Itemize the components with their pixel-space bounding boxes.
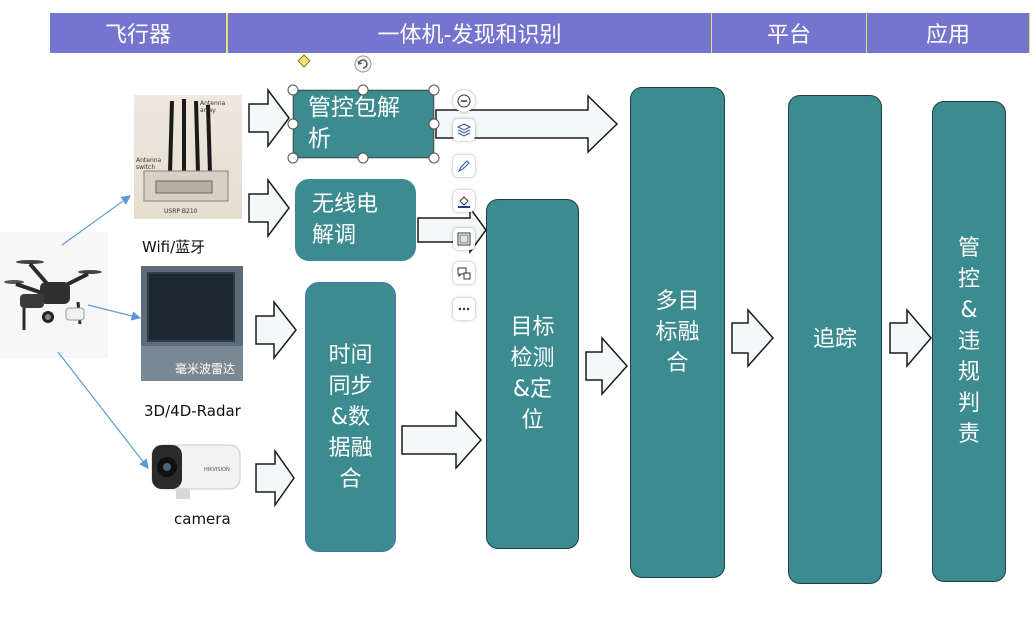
target-detect-box[interactable]: 目标 检测 &定 位	[486, 199, 579, 549]
resize-handle-tm	[357, 84, 369, 96]
connector-drone-antenna	[61, 195, 131, 246]
multi-target-fusion-box[interactable]: 多目 标融 合	[630, 87, 725, 578]
comment-icon[interactable]	[453, 262, 475, 284]
header-integrated-unit: 一体机-发现和识别	[227, 13, 712, 53]
radar-image: 毫米波雷达	[141, 266, 243, 381]
drone-image	[0, 232, 108, 358]
management-box[interactable]: 管 控 & 违 规 判 责	[932, 101, 1006, 582]
header-platform: 平台	[712, 13, 867, 53]
radar-caption: 3D/4D-Radar	[144, 402, 241, 420]
frame-icon[interactable]	[453, 228, 475, 250]
arrow-fusion-to-tracking	[731, 308, 775, 368]
arrow-antenna-to-radio	[248, 177, 290, 239]
arrow-radar-to-sync	[255, 299, 297, 361]
camera-caption: camera	[174, 510, 231, 528]
time-sync-box[interactable]: 时间 同步 &数 据融 合	[305, 282, 396, 552]
camera-image: HIKVISION	[146, 441, 244, 503]
radio-demod-box[interactable]: 无线电 解调	[295, 179, 416, 261]
more-icon[interactable]	[453, 298, 475, 320]
resize-handle-bm	[357, 152, 369, 164]
shape-adjust-handle	[297, 54, 311, 68]
camera-brand-label: HIKVISION	[204, 467, 230, 473]
packet-parse-box[interactable]: 管控包解 析	[293, 90, 434, 158]
tracking-box[interactable]: 追踪	[788, 95, 882, 584]
antenna-array-label: Antenna array	[200, 100, 226, 114]
layers-icon[interactable]	[453, 119, 475, 141]
resize-handle-ml	[287, 118, 299, 130]
antenna-image: Antenna array Antenna switch USRP B210	[134, 95, 242, 219]
usrp-label: USRP B210	[164, 208, 198, 215]
arrow-detect-to-fusion	[585, 336, 629, 396]
header-application: 应用	[867, 13, 1030, 53]
wifi-caption: Wifi/蓝牙	[142, 238, 206, 256]
radar-label: 毫米波雷达	[175, 362, 236, 376]
rotate-handle-icon	[354, 55, 372, 73]
header-aircraft: 飞行器	[50, 13, 227, 53]
arrow-tracking-to-management	[889, 307, 932, 369]
connector-drone-camera	[57, 351, 149, 469]
fill-icon[interactable]	[453, 190, 475, 212]
arrow-sync-to-detect	[401, 410, 483, 470]
arrow-antenna-to-packet	[248, 87, 290, 149]
resize-handle-tr	[428, 84, 440, 96]
pen-icon[interactable]	[453, 155, 475, 177]
arrow-camera-to-sync	[255, 448, 295, 508]
resize-handle-tl	[287, 84, 299, 96]
antenna-switch-label: Antenna switch	[136, 157, 162, 171]
resize-handle-br	[428, 152, 440, 164]
minus-icon[interactable]	[453, 90, 475, 112]
resize-handle-bl	[287, 152, 299, 164]
connector-drone-radar	[87, 304, 142, 321]
resize-handle-mr	[428, 118, 440, 130]
